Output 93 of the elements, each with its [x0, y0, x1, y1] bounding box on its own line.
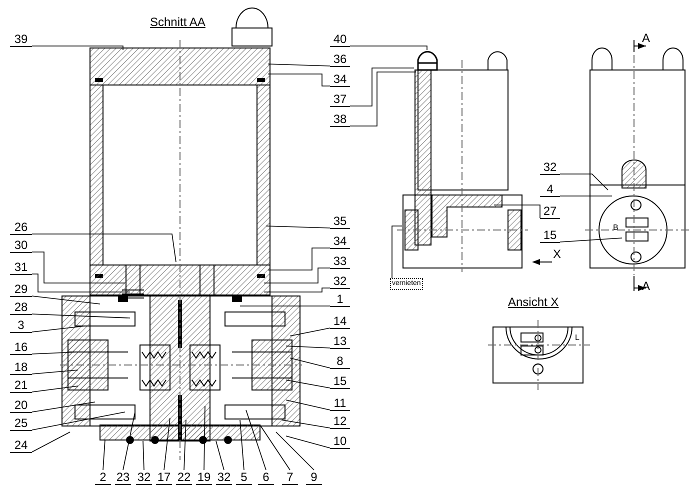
callout-number: 33 [330, 254, 350, 269]
callout-number: 19 [196, 470, 212, 485]
leader-line [32, 386, 78, 392]
callout-number: 32 [216, 470, 232, 485]
callout-number: 15 [330, 374, 350, 389]
leader-line [264, 268, 330, 284]
callout-number: 30 [10, 238, 32, 253]
callout-number: 13 [330, 334, 350, 349]
leader-line [216, 440, 224, 470]
callout-number: 22 [176, 470, 192, 485]
view-title: Schnitt AA [150, 16, 206, 28]
leader-line [240, 420, 244, 470]
leader-line [560, 174, 608, 190]
callout-number: 26 [10, 220, 32, 235]
leader-line [32, 252, 126, 284]
leader-line [142, 440, 144, 470]
leader-line [184, 420, 186, 470]
leader-line [32, 370, 78, 374]
callout-number: 35 [330, 214, 350, 229]
callout-number: 34 [330, 72, 350, 87]
callout-number: 4 [540, 182, 560, 197]
leader-line [32, 402, 96, 412]
leader-line [32, 274, 130, 292]
leader-line [276, 432, 314, 470]
callout-number: 1 [330, 292, 350, 307]
section-letter: A [642, 32, 650, 44]
leader-line [122, 412, 136, 470]
leader-line [32, 296, 100, 304]
callout-number: 21 [10, 378, 32, 393]
leader-line [266, 226, 330, 228]
leader-line [102, 440, 106, 470]
dimension-letter: L [575, 334, 580, 342]
leader-line [560, 238, 622, 242]
callout-number: 38 [330, 112, 350, 127]
leader-line [286, 400, 330, 410]
callout-number: 27 [540, 204, 560, 219]
view-letter: X [553, 248, 562, 260]
callout-number: 28 [10, 300, 32, 315]
callout-number: 9 [306, 470, 322, 485]
leader-line [32, 46, 124, 50]
callout-number: 11 [330, 396, 350, 411]
callout-number: 34 [330, 234, 350, 249]
leader-line [286, 380, 330, 388]
leader-line [164, 418, 170, 470]
callout-number: 12 [330, 414, 350, 429]
leader-line [32, 234, 176, 262]
callout-number: 15 [540, 228, 560, 243]
leader-line [350, 46, 428, 50]
callout-number: 29 [10, 282, 32, 297]
callout-number: 8 [330, 354, 350, 369]
leader-line [268, 74, 330, 86]
view-title: Ansicht X [508, 296, 559, 308]
leader-line [246, 410, 266, 470]
callout-number: 2 [95, 470, 111, 485]
callout-number: 32 [540, 160, 560, 175]
leader-line [32, 314, 130, 318]
leader-line [268, 64, 330, 66]
leader-line [264, 288, 330, 292]
callout-number: 24 [10, 438, 32, 453]
callout-number: 20 [10, 398, 32, 413]
leader-line [286, 346, 330, 348]
callout-number: 5 [236, 470, 252, 485]
callout-number: 23 [115, 470, 131, 485]
callout-number: 7 [282, 470, 298, 485]
leader-line [32, 432, 70, 452]
callout-number: 31 [10, 260, 32, 275]
leader-line [32, 412, 126, 430]
callout-number: 18 [10, 360, 32, 375]
callout-number: 10 [330, 434, 350, 449]
callout-number: 14 [330, 314, 350, 329]
callout-number: 6 [258, 470, 274, 485]
leader-line [350, 68, 414, 106]
leader-line [286, 436, 330, 448]
callout-number: 32 [330, 274, 350, 289]
callout-number: 40 [330, 32, 350, 47]
callout-number: 32 [136, 470, 152, 485]
callout-number: 3 [10, 318, 32, 333]
dimension-letter: B [613, 224, 618, 232]
callout-number: 16 [10, 340, 32, 355]
callout-number: 37 [330, 92, 350, 107]
leader-line [350, 72, 416, 126]
leader-line [32, 326, 86, 332]
callout-number: 36 [330, 52, 350, 67]
leader-line [392, 226, 402, 278]
leader-line [290, 358, 330, 368]
callout-number: 25 [10, 416, 32, 431]
leader-line [282, 420, 330, 428]
callout-number: 39 [10, 32, 32, 47]
leader-line [204, 406, 206, 470]
leader-line [290, 328, 330, 336]
leader-line [268, 248, 330, 270]
leader-line [260, 424, 290, 470]
callout-number: 17 [156, 470, 172, 485]
